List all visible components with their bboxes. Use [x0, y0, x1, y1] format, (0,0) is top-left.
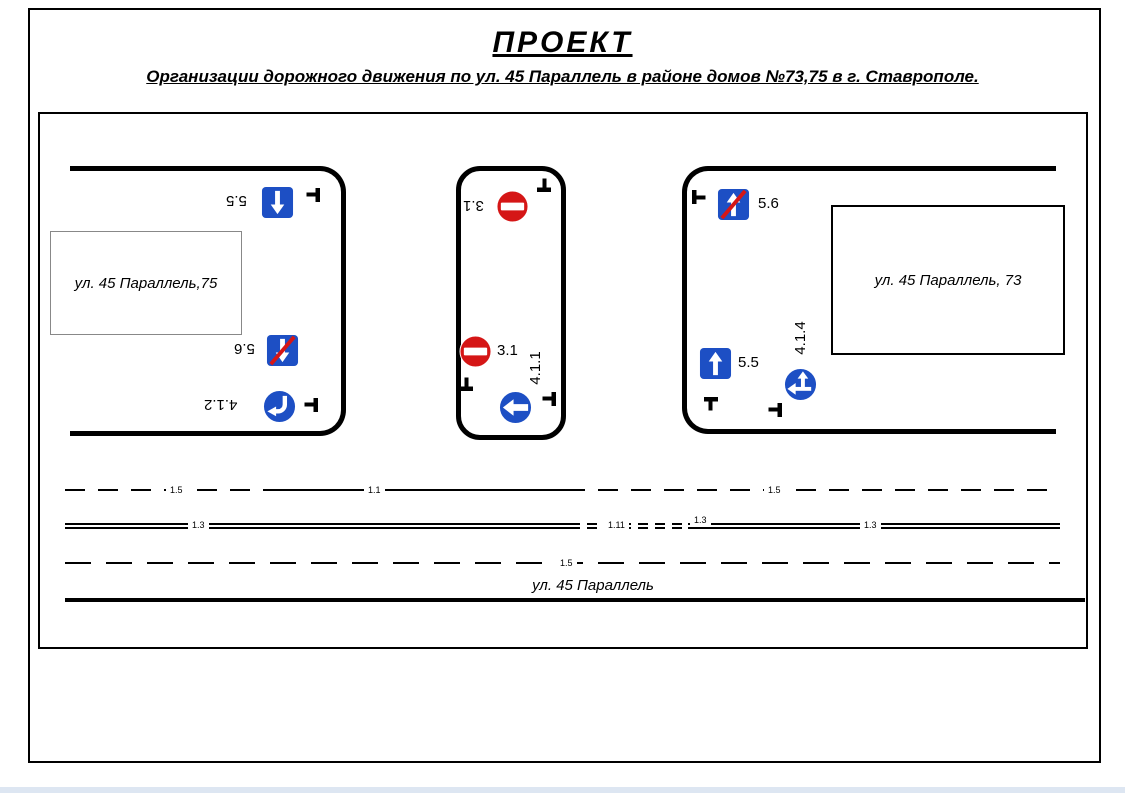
sign-3.1-top-label: 3.1 [463, 197, 484, 214]
building-73: ул. 45 Параллель, 73 [831, 205, 1065, 355]
marking-label-1.1: 1.1 [364, 484, 385, 496]
left-territory-outline [70, 166, 346, 436]
marking-label-1.3: 1.3 [690, 514, 711, 526]
marking-label-1.3: 1.3 [188, 519, 209, 531]
sign-4.1.2-turn-icon [263, 390, 296, 423]
marking-line-1.11 [570, 523, 688, 529]
sign-4.1.1-label: 4.1.1 [527, 351, 544, 385]
sign-5.6-one-way-end-icon [266, 334, 299, 367]
building-75-label: ул. 45 Параллель,75 [74, 274, 218, 292]
marking-label-1.3: 1.3 [860, 519, 881, 531]
sign-post-icon [768, 402, 782, 420]
road-edge-line [65, 598, 1085, 602]
sign-post-icon [692, 187, 706, 205]
sign-4.1.4-label: 4.1.4 [792, 321, 809, 355]
building-75: ул. 45 Параллель,75 [50, 231, 242, 335]
marking-line-1.3-left [65, 523, 570, 529]
sign-4.1.4-straight-or-right-icon [784, 368, 817, 401]
sign-5.5-one-way-icon [699, 347, 732, 380]
sign-3.1-no-entry-icon [459, 335, 492, 368]
sign-5.5-label: 5.5 [226, 192, 247, 209]
sign-3.1-label: 3.1 [497, 342, 518, 359]
sign-5.6-label: 5.6 [234, 340, 255, 357]
page-bottom-strip [0, 787, 1125, 793]
sign-post-icon [304, 397, 318, 415]
middle-island-outline [456, 166, 566, 440]
sign-4.1.1-straight-icon [499, 391, 532, 424]
right-territory-outline [682, 166, 1056, 434]
marking-line-1.1 [270, 489, 565, 491]
sign-post-icon [534, 178, 552, 192]
page-title: ПРОЕКТ [492, 26, 633, 59]
sign-post-icon [456, 377, 474, 391]
sign-post-icon [306, 187, 320, 205]
sign-4.1.2-label: 4.1.2 [204, 396, 238, 413]
marking-line-1.5-right [565, 489, 1060, 491]
sign-post-icon [703, 397, 721, 411]
sign-5.6-one-way-end-icon [717, 188, 750, 221]
page-subtitle: Организации дорожного движения по ул. 45… [146, 67, 979, 86]
marking-label-1.5: 1.5 [764, 484, 785, 496]
sign-5.6-label: 5.6 [758, 195, 779, 212]
sign-3.1-no-entry-icon [496, 190, 529, 223]
street-name: ул. 45 Параллель [532, 577, 654, 594]
marking-label-1.5: 1.5 [166, 484, 187, 496]
sign-5.5-one-way-icon [261, 186, 294, 219]
marking-label-1.5: 1.5 [556, 557, 577, 569]
sign-post-icon [542, 391, 556, 409]
sign-5.5-label: 5.5 [738, 354, 759, 371]
building-73-label: ул. 45 Параллель, 73 [874, 271, 1022, 289]
marking-label-1.11: 1.11 [604, 519, 629, 531]
